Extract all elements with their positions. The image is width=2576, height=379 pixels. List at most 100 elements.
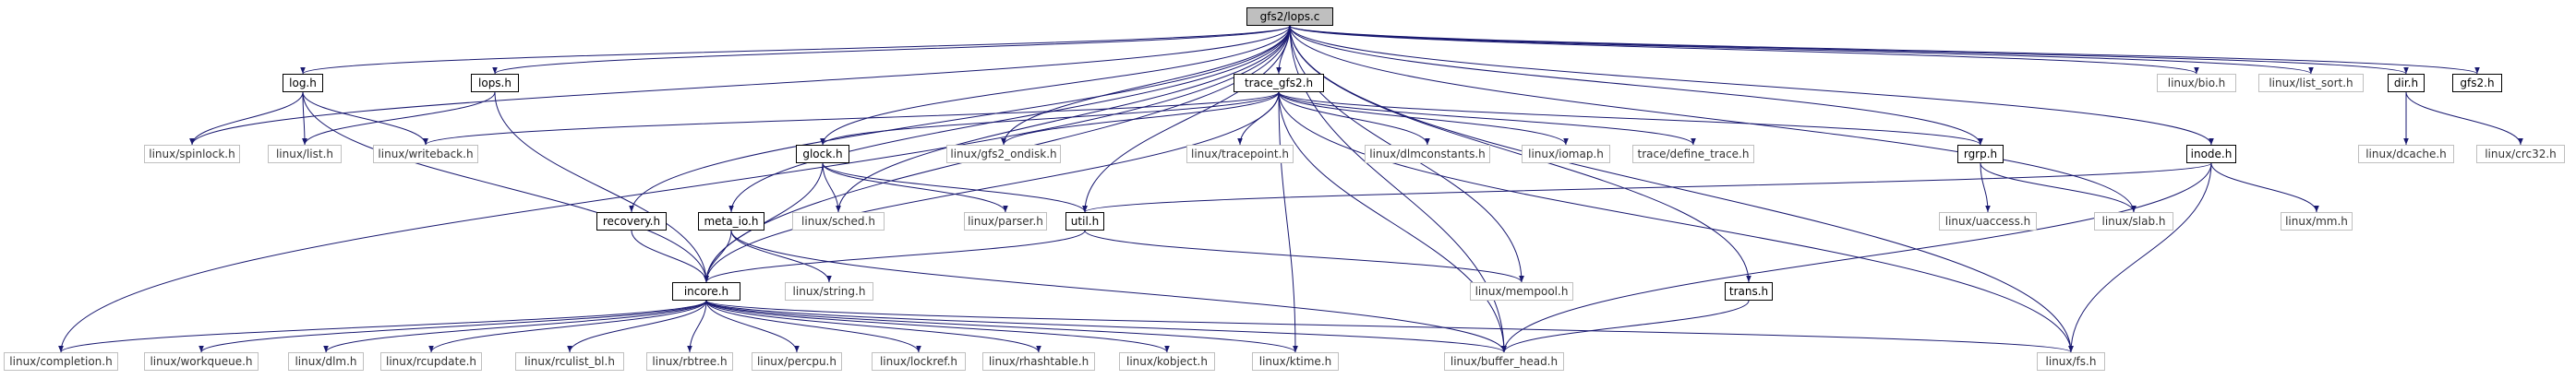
edge-lops-c-to-inode-h: [1289, 25, 2214, 146]
node-uaccess-h[interactable]: linux/uaccess.h: [1939, 212, 2037, 231]
edge-recovery-h-to-incore-h: [631, 230, 709, 283]
node-kobject-h[interactable]: linux/kobject.h: [1119, 352, 1215, 371]
edge-inode-h-to-fs-h: [2068, 162, 2212, 353]
edge-glock-h-to-incore-h: [704, 162, 824, 283]
node-workqueue-h[interactable]: linux/workqueue.h: [144, 352, 259, 371]
node-buffer-head-h[interactable]: linux/buffer_head.h: [1444, 352, 1564, 371]
node-glock-h[interactable]: glock.h: [796, 145, 849, 163]
node-parser-h[interactable]: linux/parser.h: [964, 212, 1047, 231]
edge-meta-io-h-to-string-h: [730, 230, 832, 283]
node-gfs2-h[interactable]: gfs2.h: [2452, 74, 2502, 92]
node-ktime-h[interactable]: linux/ktime.h: [1252, 352, 1339, 371]
node-spinlock-h[interactable]: linux/spinlock.h: [144, 145, 240, 163]
node-list-sort-h[interactable]: linux/list_sort.h: [2258, 74, 2364, 92]
edge-lops-c-to-gfs2-ondisk-h: [1001, 25, 1291, 146]
node-completion-h[interactable]: linux/completion.h: [4, 352, 118, 371]
edge-dir-h-to-crc32-h: [2405, 91, 2523, 146]
edge-incore-h-to-fs-h: [705, 300, 2074, 353]
edge-util-h-to-incore-h: [704, 230, 1086, 283]
node-rhashtable-h[interactable]: linux/rhashtable.h: [982, 352, 1095, 371]
node-gfs2-ondisk-h[interactable]: linux/gfs2_ondisk.h: [946, 145, 1061, 163]
edge-incore-h-to-ktime-h: [705, 300, 1298, 353]
node-lops-h[interactable]: lops.h: [471, 74, 519, 92]
edge-trace-gfs2-h-to-dlmconstants-h: [1278, 91, 1430, 146]
node-list-h[interactable]: linux/list.h: [268, 145, 342, 163]
edge-incore-h-to-kobject-h: [705, 300, 1170, 353]
edge-lops-h-to-incore-h: [494, 91, 709, 283]
edge-trace-gfs2-h-to-define-trace-h: [1278, 91, 1696, 146]
edge-lops-c-to-slab-h: [1289, 25, 2137, 213]
node-dcache-h[interactable]: linux/dcache.h: [2358, 145, 2454, 163]
edge-trace-gfs2-h-to-writeback-h: [423, 91, 1280, 146]
edge-trans-h-to-buffer-head-h: [1501, 300, 1750, 353]
node-recovery-h[interactable]: recovery.h: [596, 212, 667, 231]
edge-incore-h-to-dlm-h: [323, 300, 707, 353]
edge-lops-c-to-rgrp-h: [1289, 25, 1983, 146]
edge-trace-gfs2-h-to-glock-h: [820, 91, 1280, 146]
edge-lops-c-to-log-h: [300, 25, 1291, 75]
edge-lops-c-to-list-sort-h: [1289, 25, 2314, 75]
node-trans-h[interactable]: trans.h: [1725, 282, 1773, 301]
edge-lops-c-to-meta-io-h: [728, 25, 1291, 213]
node-mm-h[interactable]: linux/mm.h: [2281, 212, 2353, 231]
edge-lops-c-to-completion-h: [58, 25, 1291, 353]
edge-incore-h-to-buffer-head-h: [705, 300, 1507, 353]
node-string-h[interactable]: linux/string.h: [785, 282, 873, 301]
edge-lops-c-to-spinlock-h: [189, 25, 1291, 146]
node-define-trace-h[interactable]: trace/define_trace.h: [1632, 145, 1754, 163]
edge-incore-h-to-rculist-bl-h: [567, 300, 707, 353]
node-trace-gfs2-h[interactable]: trace_gfs2.h: [1234, 74, 1324, 92]
node-rgrp-h[interactable]: rgrp.h: [1957, 145, 2004, 163]
edge-trace-gfs2-h-to-incore-h: [704, 91, 1280, 283]
edge-incore-h-to-workqueue-h: [199, 300, 707, 353]
node-mempool-h[interactable]: linux/mempool.h: [1470, 282, 1573, 301]
edge-incore-h-to-rbtree-h: [687, 300, 707, 353]
edge-glock-h-to-sched-h: [822, 162, 841, 213]
node-crc32-h[interactable]: linux/crc32.h: [2476, 145, 2565, 163]
node-lockref-h[interactable]: linux/lockref.h: [872, 352, 966, 371]
edge-trace-gfs2-h-to-iomap-h: [1278, 91, 1569, 146]
node-rbtree-h[interactable]: linux/rbtree.h: [646, 352, 733, 371]
edge-lops-h-to-list-h: [302, 91, 496, 146]
node-bio-h[interactable]: linux/bio.h: [2157, 74, 2236, 92]
edge-lops-c-to-bio-h: [1289, 25, 2199, 75]
edge-util-h-to-mempool-h: [1084, 230, 1524, 283]
node-dir-h[interactable]: dir.h: [2388, 74, 2425, 92]
edge-incore-h-to-percpu-h: [705, 300, 800, 353]
edge-log-h-to-incore-h: [302, 91, 709, 283]
node-dlm-h[interactable]: linux/dlm.h: [288, 352, 364, 371]
node-sched-h[interactable]: linux/sched.h: [792, 212, 885, 231]
node-writeback-h[interactable]: linux/writeback.h: [373, 145, 478, 163]
edge-glock-h-to-util-h: [822, 162, 1088, 213]
node-tracepoint-h[interactable]: linux/tracepoint.h: [1186, 145, 1294, 163]
edge-trace-gfs2-h-to-ktime-h: [1278, 91, 1298, 353]
node-inode-h[interactable]: inode.h: [2186, 145, 2236, 163]
node-incore-h[interactable]: incore.h: [672, 282, 740, 301]
edge-inode-h-to-mm-h: [2210, 162, 2319, 213]
edge-incore-h-to-lockref-h: [705, 300, 921, 353]
node-rculist-bl-h[interactable]: linux/rculist_bl.h: [515, 352, 624, 371]
node-fs-h[interactable]: linux/fs.h: [2037, 352, 2105, 371]
node-util-h[interactable]: util.h: [1065, 212, 1104, 231]
node-meta-io-h[interactable]: meta_io.h: [698, 212, 764, 231]
edge-lops-c-to-glock-h: [820, 25, 1291, 146]
node-dlmconstants-h[interactable]: linux/dlmconstants.h: [1365, 145, 1490, 163]
node-lops-c[interactable]: gfs2/lops.c: [1246, 7, 1333, 26]
node-percpu-h[interactable]: linux/percpu.h: [752, 352, 842, 371]
edge-incore-h-to-rhashtable-h: [705, 300, 1041, 353]
node-rcupdate-h[interactable]: linux/rcupdate.h: [380, 352, 482, 371]
node-slab-h[interactable]: linux/slab.h: [2094, 212, 2173, 231]
edge-rgrp-h-to-slab-h: [1980, 162, 2137, 213]
edge-log-h-to-spinlock-h: [189, 91, 304, 146]
edge-trace-gfs2-h-to-fs-h: [1278, 91, 2074, 353]
edge-trace-gfs2-h-to-buffer-head-h: [1278, 91, 1507, 353]
edge-glock-h-to-parser-h: [822, 162, 1008, 213]
edge-trace-gfs2-h-to-gfs2-ondisk-h: [1001, 91, 1280, 146]
edge-incore-h-to-rcupdate-h: [428, 300, 707, 353]
edge-inode-h-to-util-h: [1082, 162, 2212, 213]
edge-incore-h-to-completion-h: [58, 300, 707, 353]
edge-inode-h-to-buffer-head-h: [1501, 162, 2212, 353]
node-log-h[interactable]: log.h: [283, 74, 323, 92]
edge-log-h-to-writeback-h: [302, 91, 428, 146]
node-iomap-h[interactable]: linux/iomap.h: [1522, 145, 1610, 163]
